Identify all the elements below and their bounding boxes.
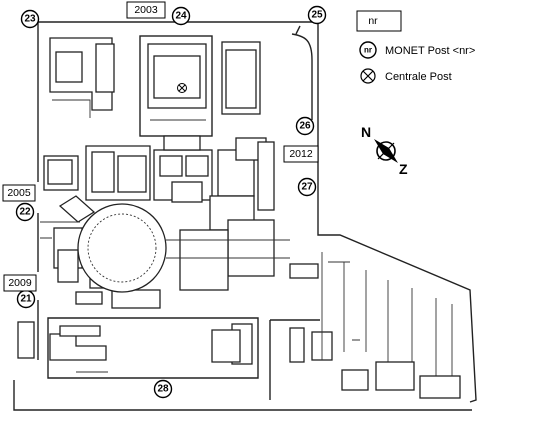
legend-centrale-marker-icon — [360, 68, 376, 84]
centrale-post-icon — [177, 83, 187, 93]
post-22: 22 — [15, 202, 35, 222]
post-27: 27 — [297, 177, 317, 197]
main-complex — [40, 135, 319, 309]
svg-text:22: 22 — [19, 207, 31, 218]
svg-text:23: 23 — [24, 14, 36, 25]
legend-monet-marker-icon: nr — [359, 41, 377, 59]
compass: N Z — [361, 124, 408, 177]
year-label-2009: 2009 — [3, 274, 37, 292]
post-21: 21 — [16, 289, 36, 309]
svg-text:2005: 2005 — [7, 187, 31, 199]
north-central-block — [139, 35, 261, 137]
legend-centrale-post-label: Centrale Post — [385, 71, 452, 83]
svg-text:nr: nr — [368, 15, 378, 27]
svg-text:26: 26 — [299, 121, 311, 132]
post-23: 23 — [20, 9, 40, 29]
year-label-2003: 2003 — [126, 1, 166, 19]
post-25: 25 — [307, 5, 327, 25]
compass-north-label: N — [361, 124, 371, 140]
nw-buildings — [49, 37, 115, 118]
svg-text:28: 28 — [157, 384, 169, 395]
south-buildings — [17, 317, 333, 400]
legend: nr nr MONET Post <nr> Centrale Post — [356, 10, 475, 84]
year-label-2005: 2005 — [2, 184, 36, 202]
svg-text:nr: nr — [364, 46, 372, 55]
legend-monet-post-label: MONET Post <nr> — [385, 45, 475, 57]
svg-text:2003: 2003 — [134, 4, 158, 16]
post-28: 28 — [153, 379, 173, 399]
svg-text:24: 24 — [175, 11, 187, 22]
svg-text:25: 25 — [311, 10, 323, 21]
year-label-2012: 2012 — [283, 145, 319, 163]
compass-south-label: Z — [399, 161, 408, 177]
legend-key-box: nr — [356, 10, 402, 32]
compass-rose-icon — [374, 139, 398, 163]
svg-text:27: 27 — [301, 182, 313, 193]
svg-text:21: 21 — [20, 294, 32, 305]
east-parking-lines — [321, 252, 461, 399]
svg-text:2012: 2012 — [289, 148, 313, 160]
svg-text:2009: 2009 — [8, 277, 32, 289]
post-24: 24 — [171, 6, 191, 26]
post-26: 26 — [295, 116, 315, 136]
